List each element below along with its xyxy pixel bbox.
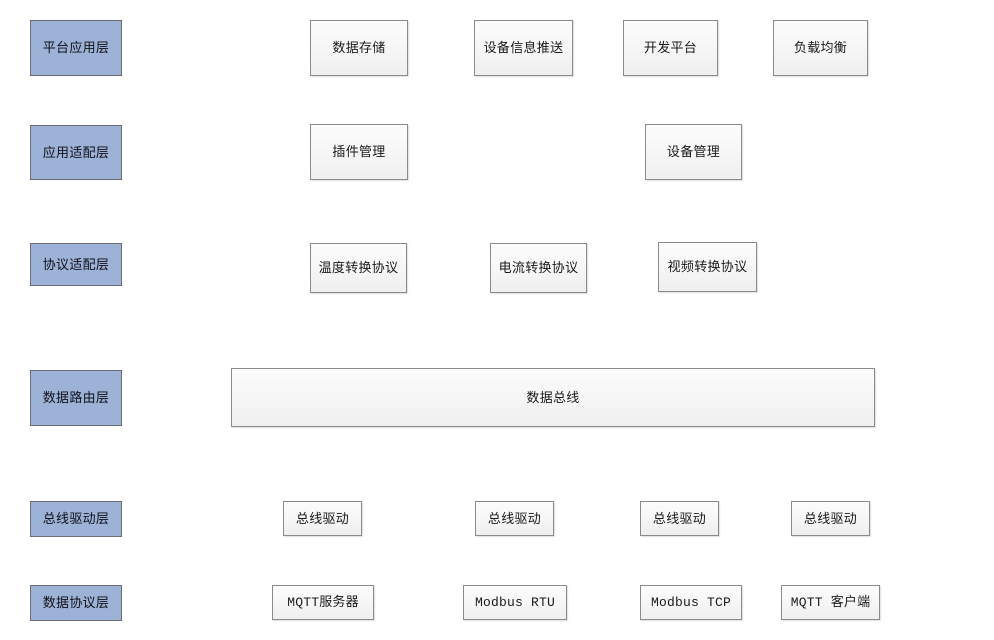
layer-label-protocol-adaptation[interactable]: 协议适配层 bbox=[30, 243, 122, 286]
node-bus-driver-2[interactable]: 总线驱动 bbox=[475, 501, 554, 536]
node-data-storage[interactable]: 数据存储 bbox=[310, 20, 408, 76]
node-modbus-tcp[interactable]: Modbus TCP bbox=[640, 585, 742, 620]
node-device-info-push[interactable]: 设备信息推送 bbox=[474, 20, 573, 76]
node-video-conversion-protocol[interactable]: 视频转换协议 bbox=[658, 242, 757, 292]
node-bus-driver-3[interactable]: 总线驱动 bbox=[640, 501, 719, 536]
node-current-conversion-protocol[interactable]: 电流转换协议 bbox=[490, 243, 587, 293]
node-temperature-conversion-protocol[interactable]: 温度转换协议 bbox=[310, 243, 407, 293]
node-bus-driver-1[interactable]: 总线驱动 bbox=[283, 501, 362, 536]
node-data-bus[interactable]: 数据总线 bbox=[231, 368, 875, 427]
layer-label-bus-driver[interactable]: 总线驱动层 bbox=[30, 501, 122, 537]
node-load-balancing[interactable]: 负载均衡 bbox=[773, 20, 868, 76]
layer-label-platform-application[interactable]: 平台应用层 bbox=[30, 20, 122, 76]
node-mqtt-server[interactable]: MQTT服务器 bbox=[272, 585, 374, 620]
layer-label-data-routing[interactable]: 数据路由层 bbox=[30, 370, 122, 426]
node-bus-driver-4[interactable]: 总线驱动 bbox=[791, 501, 870, 536]
layer-label-application-adaptation[interactable]: 应用适配层 bbox=[30, 125, 122, 180]
node-device-management[interactable]: 设备管理 bbox=[645, 124, 742, 180]
layer-label-data-protocol[interactable]: 数据协议层 bbox=[30, 585, 122, 621]
node-plugin-management[interactable]: 插件管理 bbox=[310, 124, 408, 180]
node-development-platform[interactable]: 开发平台 bbox=[623, 20, 718, 76]
node-modbus-rtu[interactable]: Modbus RTU bbox=[463, 585, 567, 620]
node-mqtt-client[interactable]: MQTT 客户端 bbox=[781, 585, 880, 620]
